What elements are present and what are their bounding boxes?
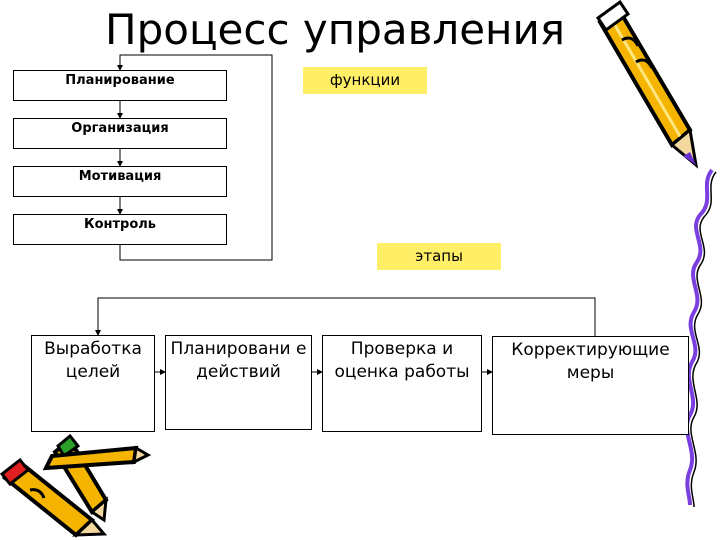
stage-box-checking: Проверка и оценка работы xyxy=(322,335,482,432)
function-box-organization: Организация xyxy=(13,118,227,149)
stages-tag: этапы xyxy=(377,243,501,270)
functions-loop-line xyxy=(117,54,273,261)
stage-box-goals: Выработка целей xyxy=(31,335,155,432)
functions-tag: функции xyxy=(303,67,427,94)
stage-box-correcting: Корректирующие меры xyxy=(492,336,689,435)
pencil-large-icon xyxy=(595,0,699,169)
wavy-line-decoration xyxy=(684,168,714,506)
function-box-planning: Планирование xyxy=(13,70,227,101)
function-box-control: Контроль xyxy=(13,214,227,245)
stage-box-planning: Планировани е действий xyxy=(165,335,312,430)
function-box-motivation: Мотивация xyxy=(13,166,227,197)
stages-loop-line xyxy=(95,297,596,336)
page-title: Процесс управления xyxy=(105,5,566,54)
pencils-group-icon xyxy=(0,433,152,538)
